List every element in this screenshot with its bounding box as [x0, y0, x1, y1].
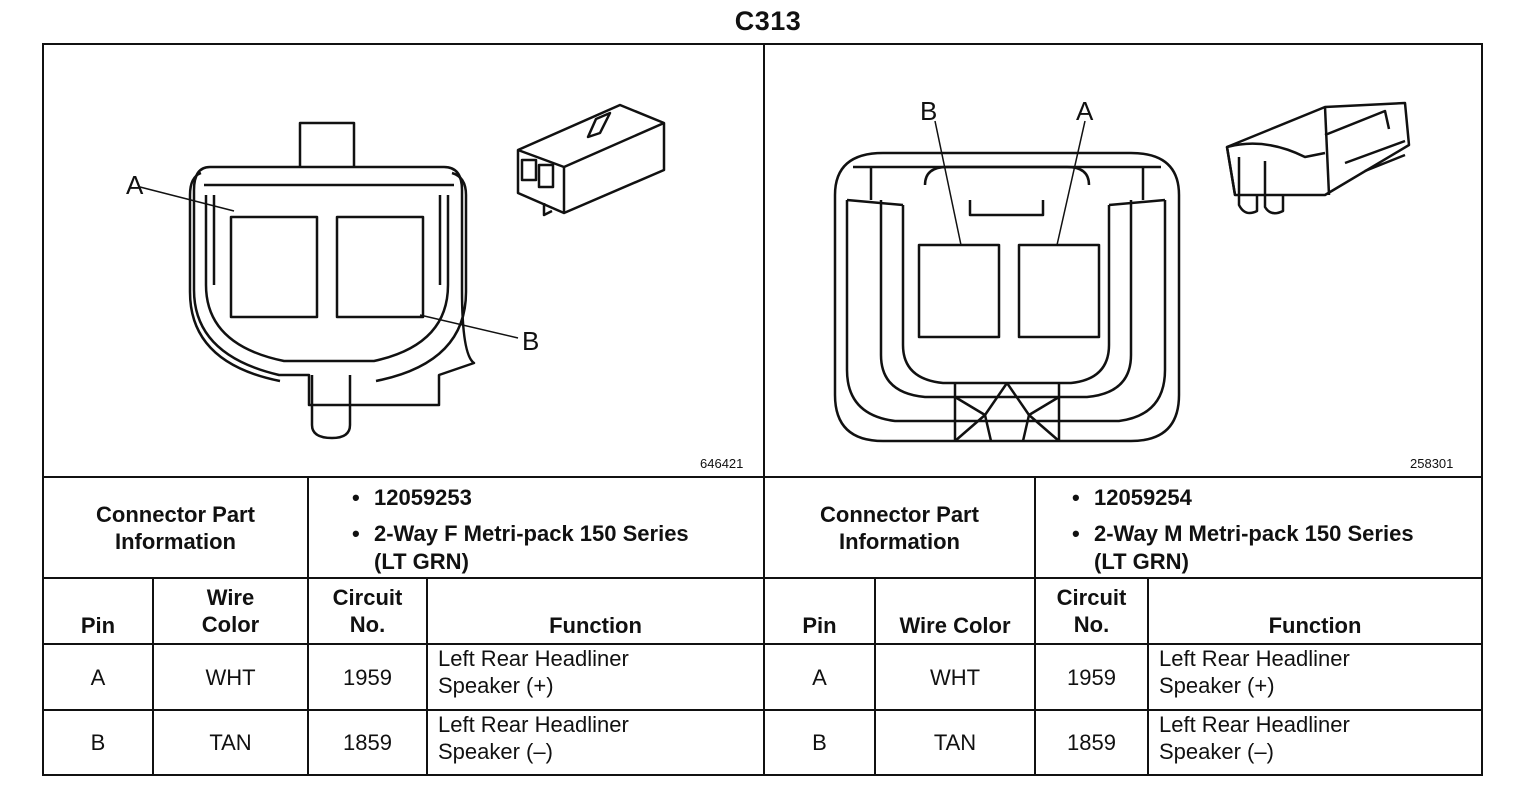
left-row-b-wire-color: TAN	[209, 730, 252, 755]
left-row-a-function-line2: Speaker (+)	[438, 673, 554, 698]
right-part-info-divider	[1034, 477, 1036, 578]
center-divider	[763, 43, 765, 776]
right-part-number-item: •12059254	[1072, 485, 1192, 510]
right-row-b-wire-color: TAN	[933, 730, 977, 755]
left-row-b-circuit: 1859	[343, 730, 392, 755]
right-header-circuit-line2: No.	[1073, 612, 1110, 637]
right-header-function: Function	[1268, 613, 1362, 638]
right-part-info-label-text: Connector Part Information	[820, 501, 979, 554]
left-part-info-divider	[307, 477, 309, 578]
row-divider	[42, 709, 1483, 711]
left-header-wire-line1: Wire	[206, 585, 255, 610]
right-col-divider-1	[874, 578, 876, 776]
left-header-circuit-line1: Circuit	[332, 585, 403, 610]
left-figure-id: 646421	[700, 456, 744, 471]
left-header-pin: Pin	[80, 613, 116, 638]
right-row-a-circuit: 1959	[1067, 664, 1116, 690]
page-title: C313	[734, 6, 802, 36]
connector-frame	[42, 43, 1483, 776]
left-pin-a-label: A	[126, 170, 144, 200]
left-header-circuit-line2: No.	[349, 612, 386, 637]
left-row-a-wire-color: WHT	[205, 664, 256, 690]
left-part-series: 2-Way F Metri-pack 150 Series	[374, 521, 689, 546]
left-row-b-pin: B	[90, 730, 106, 755]
right-part-info-label: Connector Part Information	[765, 478, 1034, 577]
right-pin-b-label: B	[920, 96, 938, 126]
left-col-divider-1	[152, 578, 154, 776]
right-header-circuit-line1: Circuit	[1056, 585, 1127, 610]
header-bottom-rule	[42, 643, 1483, 645]
left-header-wire-color: Wire Color	[154, 579, 307, 643]
right-part-number: 12059254	[1094, 485, 1192, 510]
left-row-a-function: Left Rear Headliner Speaker (+)	[428, 645, 763, 709]
left-col-divider-3	[426, 578, 428, 776]
left-part-info-label-text: Connector Part Information	[96, 501, 255, 554]
right-row-a-function-line2: Speaker (+)	[1159, 673, 1275, 698]
left-row-b-function: Left Rear Headliner Speaker (–)	[428, 711, 763, 774]
right-connector-face-drawing	[833, 101, 1411, 443]
right-part-color: (LT GRN)	[1094, 549, 1189, 574]
right-part-color-item: (LT GRN)	[1072, 548, 1478, 576]
right-header-circuit: Circuit No.	[1036, 579, 1147, 643]
left-part-info-label: Connector Part Information	[44, 478, 307, 577]
left-row-a-circuit: 1959	[343, 664, 392, 690]
left-part-number: 12059253	[374, 485, 472, 510]
left-connector-face-drawing	[139, 103, 666, 440]
left-header-function: Function	[549, 613, 642, 638]
part-info-bottom-rule	[42, 577, 1483, 579]
right-pin-a-label: A	[1076, 96, 1094, 126]
left-part-color: (LT GRN)	[374, 549, 469, 574]
left-row-b-function-line2: Speaker (–)	[438, 739, 553, 764]
right-row-b-function-line1: Left Rear Headliner	[1159, 712, 1350, 737]
right-col-divider-3	[1147, 578, 1149, 776]
left-part-series-item: •2-Way F Metri-pack 150 Series	[352, 521, 689, 546]
left-row-a-pin: A	[90, 664, 106, 690]
left-part-number-item: •12059253	[352, 485, 472, 510]
left-col-divider-2	[307, 578, 309, 776]
right-row-a-pin: A	[812, 664, 827, 690]
right-row-a-function: Left Rear Headliner Speaker (+)	[1149, 645, 1481, 709]
right-part-info-list: •12059254 •2-Way M Metri-pack 150 Series…	[1072, 484, 1478, 576]
left-part-info-list: •12059253 •2-Way F Metri-pack 150 Series…	[352, 484, 752, 576]
right-col-divider-2	[1034, 578, 1036, 776]
right-figure-id: 258301	[1410, 456, 1454, 471]
left-row-b-function-line1: Left Rear Headliner	[438, 712, 629, 737]
right-row-b-function: Left Rear Headliner Speaker (–)	[1149, 711, 1481, 774]
right-part-series-item: •2-Way M Metri-pack 150 Series	[1072, 521, 1414, 546]
right-header-wire-color: Wire Color	[899, 613, 1011, 638]
left-header-circuit: Circuit No.	[309, 579, 426, 643]
right-row-a-wire-color: WHT	[929, 664, 981, 690]
figure-bottom-rule	[42, 476, 1483, 478]
left-header-wire-line2: Color	[201, 612, 260, 637]
right-row-a-function-line1: Left Rear Headliner	[1159, 646, 1350, 671]
right-row-b-circuit: 1859	[1067, 730, 1116, 755]
right-row-b-function-line2: Speaker (–)	[1159, 739, 1274, 764]
right-header-pin: Pin	[802, 613, 837, 638]
left-row-a-function-line1: Left Rear Headliner	[438, 646, 629, 671]
left-pin-b-label: B	[522, 326, 540, 356]
right-part-series: 2-Way M Metri-pack 150 Series	[1094, 521, 1414, 546]
right-row-b-pin: B	[812, 730, 827, 755]
left-part-color-item: (LT GRN)	[352, 548, 752, 576]
